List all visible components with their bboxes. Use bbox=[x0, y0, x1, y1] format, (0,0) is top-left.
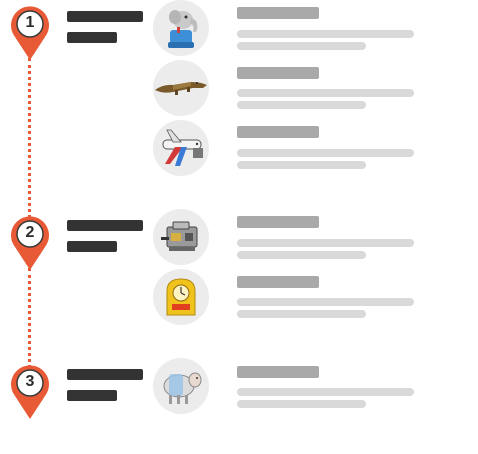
item-text-placeholder bbox=[237, 298, 414, 306]
item-title-placeholder bbox=[237, 276, 319, 288]
item-thumbnail[interactable] bbox=[153, 120, 209, 176]
item-thumbnail[interactable] bbox=[153, 60, 209, 116]
item-title-placeholder bbox=[237, 216, 319, 228]
item-text-placeholder bbox=[237, 161, 366, 169]
item-thumbnail[interactable] bbox=[153, 209, 209, 265]
map-pin-stop-3[interactable]: 3 bbox=[7, 363, 53, 421]
stop-number: 2 bbox=[25, 224, 35, 241]
stop-number: 3 bbox=[25, 373, 35, 390]
stop-subtitle-placeholder bbox=[67, 241, 117, 252]
item-thumbnail[interactable] bbox=[153, 269, 209, 325]
stop-title-placeholder bbox=[67, 220, 143, 231]
item-text-placeholder bbox=[237, 239, 414, 247]
item-title-placeholder bbox=[237, 366, 319, 378]
map-pin-icon bbox=[11, 365, 50, 419]
elephant-ride-icon bbox=[168, 10, 198, 48]
item-text-placeholder bbox=[237, 89, 414, 97]
stop-title-placeholder bbox=[67, 11, 143, 22]
map-pin-icon bbox=[11, 6, 50, 60]
item-text-placeholder bbox=[237, 42, 366, 50]
item-text-placeholder bbox=[237, 101, 366, 109]
item-text-placeholder bbox=[237, 251, 366, 259]
crocodile-figure-icon bbox=[155, 82, 207, 95]
stop-subtitle-placeholder bbox=[67, 32, 117, 43]
route-line bbox=[28, 58, 31, 218]
item-text-placeholder bbox=[237, 388, 414, 396]
item-title-placeholder bbox=[237, 67, 319, 79]
stop-number: 1 bbox=[25, 14, 35, 31]
map-pin-stop-2[interactable]: 2 bbox=[7, 214, 53, 272]
stop-subtitle-placeholder bbox=[67, 390, 117, 401]
map-pin-icon bbox=[11, 216, 50, 270]
item-thumbnail[interactable] bbox=[153, 0, 209, 56]
route-line bbox=[28, 268, 31, 368]
item-text-placeholder bbox=[237, 310, 366, 318]
stop-title-placeholder bbox=[67, 369, 143, 380]
item-title-placeholder bbox=[237, 126, 319, 138]
item-text-placeholder bbox=[237, 30, 414, 38]
coin-machine-icon bbox=[161, 221, 198, 251]
item-text-placeholder bbox=[237, 400, 366, 408]
item-text-placeholder bbox=[237, 149, 414, 157]
item-title-placeholder bbox=[237, 7, 319, 19]
airplane-ride-icon bbox=[162, 129, 203, 166]
yellow-clock-sign-icon bbox=[166, 278, 196, 316]
item-thumbnail[interactable] bbox=[153, 358, 209, 414]
sheep-figure-icon bbox=[163, 372, 202, 404]
map-pin-stop-1[interactable]: 1 bbox=[7, 4, 53, 62]
